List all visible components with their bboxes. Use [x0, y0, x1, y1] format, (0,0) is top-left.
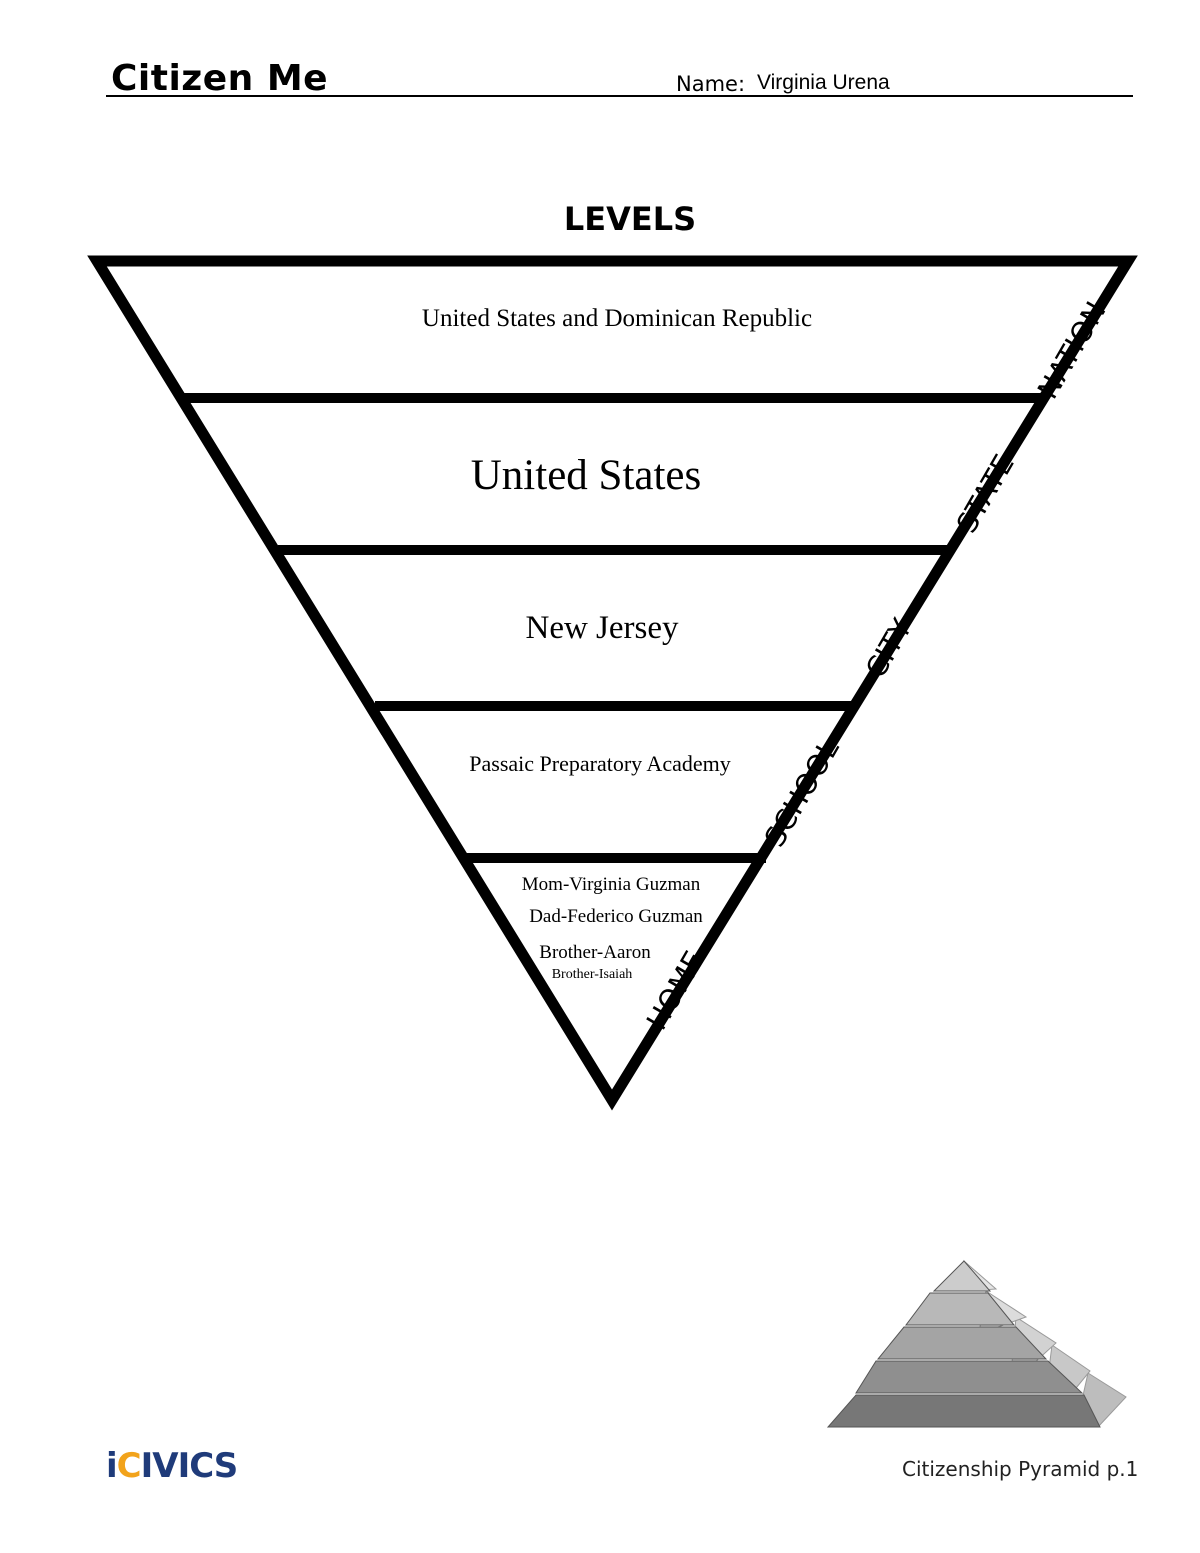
page-title: Citizen Me	[111, 58, 329, 99]
name-label: Name:	[676, 72, 746, 96]
nation-entry: United States and Dominican Republic	[421, 305, 813, 332]
home-entry: Dad-Federico Guzman	[529, 906, 703, 927]
logo-letter-i: i	[106, 1446, 118, 1486]
page-label: Citizenship Pyramid p.1	[902, 1457, 1139, 1481]
school-entry: Passaic Preparatory Academy	[469, 751, 731, 776]
triangle-outline	[87, 255, 1138, 1111]
state-entry: United States	[470, 452, 702, 499]
logo-text: IVICS	[140, 1446, 239, 1486]
diagram-heading: LEVELS	[563, 200, 697, 238]
home-entry: Brother-Aaron	[539, 942, 651, 963]
name-value: Virginia Urena	[757, 71, 890, 94]
pyramid-illustration	[826, 1259, 1127, 1428]
header-rule	[106, 95, 1133, 97]
icivics-logo: iCIVICS	[106, 1446, 239, 1486]
home-entry: Brother-Isaiah	[551, 967, 633, 982]
logo-letter-c: C	[116, 1446, 142, 1486]
city-entry: New Jersey	[525, 610, 679, 646]
home-entry: Mom-Virginia Guzman	[521, 874, 701, 895]
